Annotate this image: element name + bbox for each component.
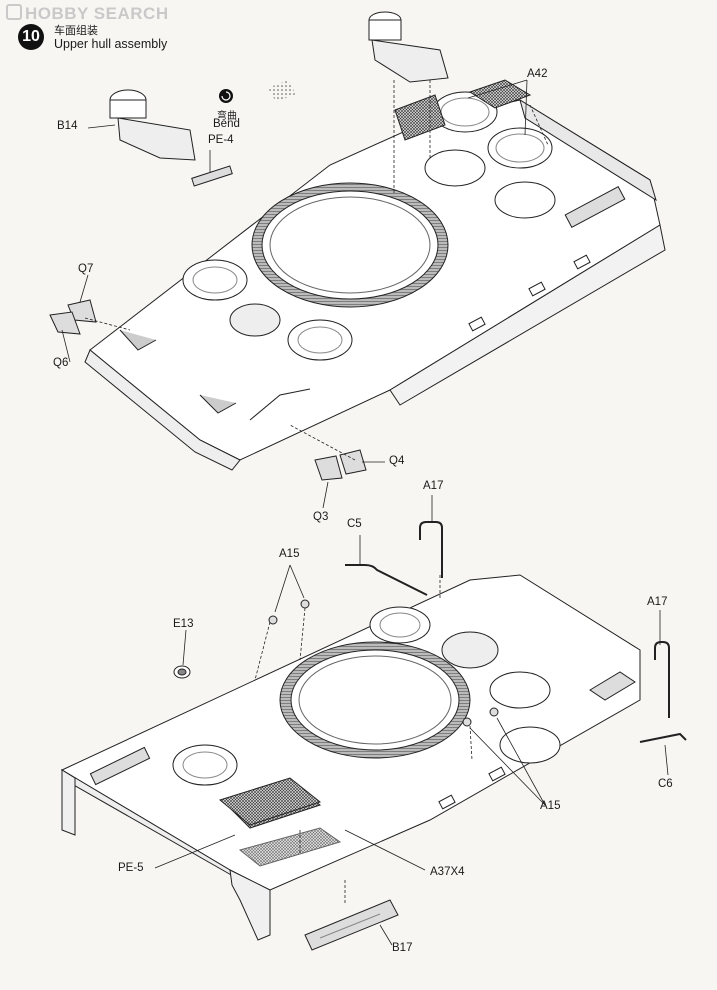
label-q7: Q7 bbox=[78, 263, 94, 275]
label-a17-right: A17 bbox=[647, 596, 668, 608]
upper-hull-bottom-view bbox=[60, 574, 641, 941]
bend-icon bbox=[219, 89, 233, 103]
part-engine-cover bbox=[368, 11, 449, 83]
part-a15-pins bbox=[268, 599, 499, 727]
hull-rear-top bbox=[519, 98, 657, 202]
label-a15-top: A15 bbox=[279, 548, 300, 560]
watermark-text: HOBBY SEARCH bbox=[25, 4, 169, 23]
label-b17: B17 bbox=[392, 942, 413, 954]
part-a17-left bbox=[419, 521, 443, 578]
label-e13: E13 bbox=[173, 618, 194, 630]
part-c6 bbox=[639, 732, 687, 743]
part-b17 bbox=[304, 899, 399, 951]
label-q6: Q6 bbox=[53, 357, 69, 369]
label-a42: A42 bbox=[527, 68, 548, 80]
label-q4: Q4 bbox=[389, 455, 405, 467]
label-pe4: PE-4 bbox=[208, 134, 234, 146]
part-q3 bbox=[314, 455, 343, 481]
part-c5 bbox=[345, 564, 428, 596]
hull-side-wall-top bbox=[389, 224, 666, 406]
part-pe5 bbox=[218, 777, 322, 826]
part-q4 bbox=[339, 449, 367, 475]
bend-note-en: Bend bbox=[213, 118, 240, 130]
hull-front-slope-top bbox=[84, 349, 241, 471]
bend-note-cn: 弯曲 bbox=[217, 111, 237, 122]
watermark-icon bbox=[6, 4, 22, 20]
step-title-cn: 车面组装 bbox=[54, 24, 98, 37]
part-a17-right bbox=[654, 641, 670, 718]
label-c5: C5 bbox=[347, 518, 362, 530]
label-q3: Q3 bbox=[313, 511, 329, 523]
step-number-badge: 10 bbox=[18, 24, 44, 50]
watermark-logo: HOBBY SEARCH bbox=[6, 4, 169, 24]
step-number: 10 bbox=[22, 28, 40, 45]
part-e13 bbox=[173, 665, 191, 679]
label-b14: B14 bbox=[57, 120, 78, 132]
upper-hull-top-view bbox=[84, 79, 666, 471]
part-q6 bbox=[49, 311, 81, 335]
part-pe4 bbox=[191, 165, 233, 187]
leader-lines-bottom bbox=[154, 495, 669, 946]
engine-grille-top bbox=[468, 79, 532, 109]
label-pe5: PE-5 bbox=[118, 862, 144, 874]
label-a17-left: A17 bbox=[423, 480, 444, 492]
label-c6: C6 bbox=[658, 778, 673, 790]
leader-lines-top bbox=[61, 79, 549, 509]
step-title: Upper hull assembly bbox=[54, 37, 168, 51]
label-a37x4: A37X4 bbox=[430, 866, 465, 878]
part-b14 bbox=[109, 89, 196, 161]
label-a15-bottom: A15 bbox=[540, 800, 561, 812]
